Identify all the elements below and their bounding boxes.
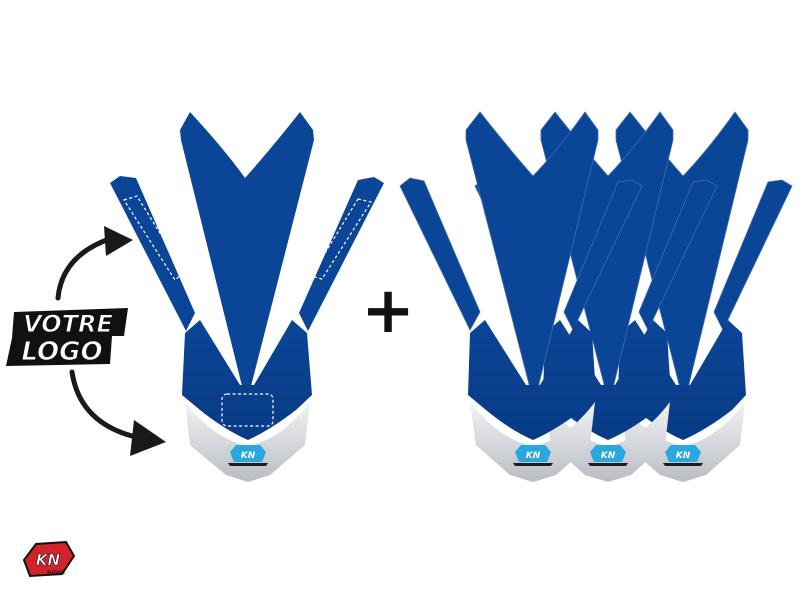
- arrow-up-curve: [55, 235, 115, 301]
- logo-zone-right: [310, 198, 372, 280]
- spare-plates: KN KN KN: [399, 111, 793, 482]
- main-number-plate: KN: [110, 112, 384, 482]
- arrow-up: [55, 226, 133, 301]
- corner-logo-outline: [22, 540, 76, 578]
- brand-emblem: KN: [228, 445, 268, 466]
- emblem-text: KN: [601, 451, 616, 461]
- chin-guard: [185, 402, 310, 482]
- badge-line-1: VOTRE: [23, 310, 113, 338]
- corner-logo-text: KN: [36, 551, 61, 569]
- badge-shadow: [6, 308, 128, 366]
- spare-plate-1: KN: [399, 111, 643, 482]
- arrow-up-head-icon: [104, 226, 133, 256]
- corner-logo-badge: [24, 542, 74, 576]
- center-top-piece: [180, 112, 314, 390]
- lower-body: [182, 320, 312, 440]
- left-side-panel: [110, 176, 195, 331]
- emblem-text: KN: [241, 451, 256, 461]
- badge-line-2: LOGO: [21, 337, 102, 367]
- emblem-text: KN: [676, 451, 691, 461]
- emblem-text: KN: [526, 451, 541, 461]
- arrow-down-curve: [69, 369, 143, 441]
- plus-sign: +: [361, 274, 415, 348]
- corner-logo-subtext: KUTVEK: [47, 570, 66, 575]
- votre-logo-badge: VOTRE LOGO: [6, 308, 128, 368]
- logo-zone-center: [221, 393, 274, 427]
- corner-brand-logo: KN KUTVEK: [22, 540, 76, 578]
- arrow-down-head-icon: [130, 420, 166, 456]
- arrow-down: [69, 369, 166, 456]
